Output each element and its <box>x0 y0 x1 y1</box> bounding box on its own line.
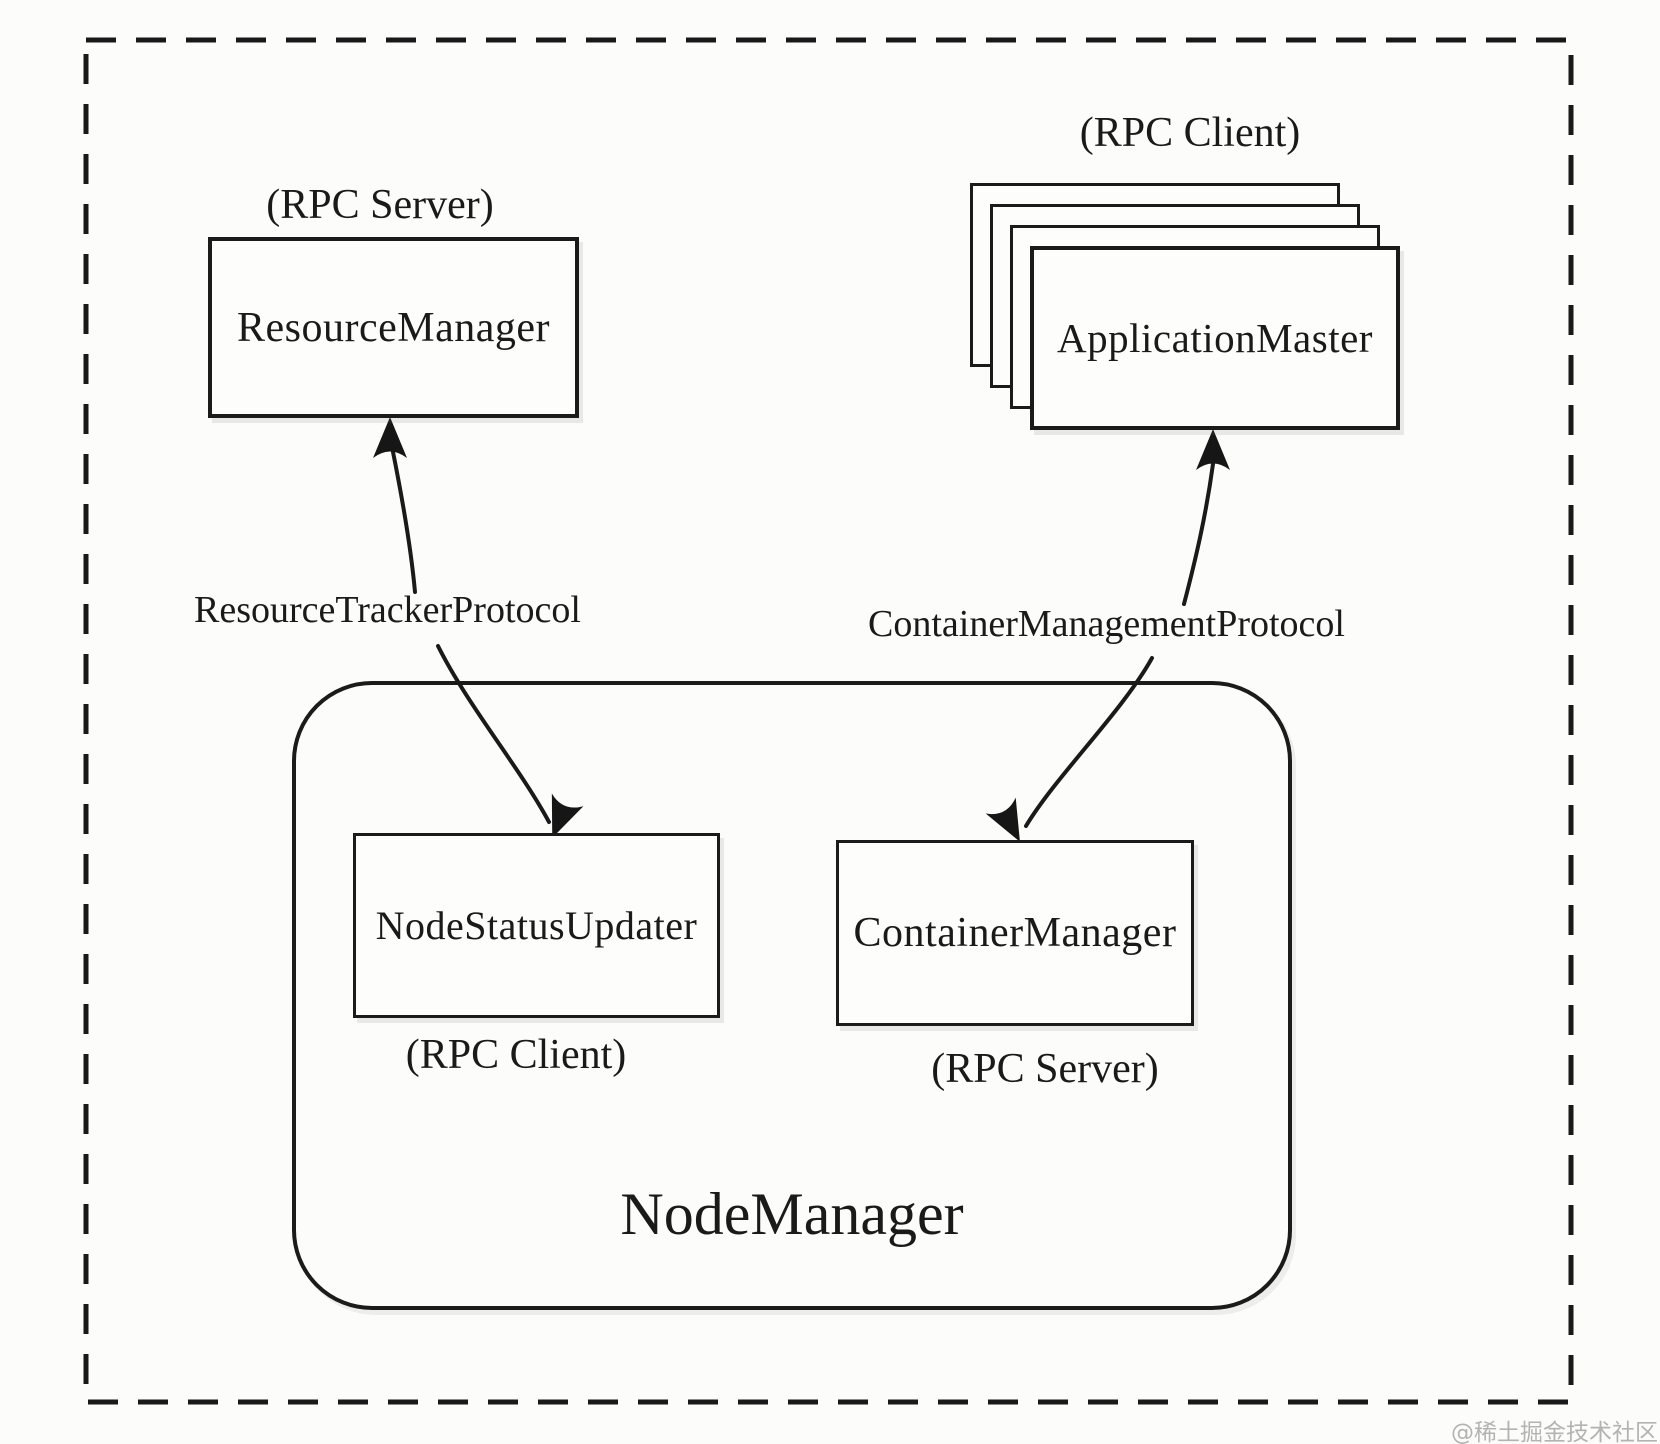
container-management-curve-upper <box>1182 462 1215 606</box>
dashed-cluster-border <box>83 37 1574 1405</box>
arrowhead-down-into-container-manager <box>985 797 1020 842</box>
resource-manager-label: ResourceManager <box>236 304 551 351</box>
arrowhead-down-into-node-status-updater <box>551 793 584 838</box>
resource-tracker-protocol-label: ResourceTrackerProtocol <box>194 589 581 631</box>
resource-tracker-curve-lower <box>436 644 551 824</box>
watermark-text: @稀土掘金技术社区 <box>1451 1420 1658 1444</box>
arrowhead-up-into-resource-manager <box>373 417 407 458</box>
node-status-updater-label: NodeStatusUpdater <box>375 903 698 948</box>
node-manager-label: NodeManager <box>620 1181 964 1247</box>
container-manager-role-label: (RPC Server) <box>931 1046 1159 1092</box>
node-status-updater-role-label: (RPC Client) <box>405 1032 627 1078</box>
container-management-curve-lower <box>1024 656 1154 828</box>
node-status-updater-box: NodeStatusUpdater <box>353 833 720 1018</box>
application-master-label: ApplicationMaster <box>1057 315 1373 361</box>
container-manager-label: ContainerManager <box>853 910 1177 956</box>
container-management-protocol-label: ContainerManagementProtocol <box>868 603 1345 645</box>
arrowhead-up-into-application-master <box>1196 429 1230 470</box>
application-master-role-label: (RPC Client) <box>1079 110 1301 156</box>
node-manager-container <box>292 681 1292 1310</box>
resource-tracker-curve-upper <box>391 450 417 594</box>
resource-manager-role-label: (RPC Server) <box>266 182 494 228</box>
application-master-box: ApplicationMaster <box>1030 246 1400 430</box>
container-manager-box: ContainerManager <box>836 840 1194 1026</box>
resource-manager-box: ResourceManager <box>208 237 579 418</box>
